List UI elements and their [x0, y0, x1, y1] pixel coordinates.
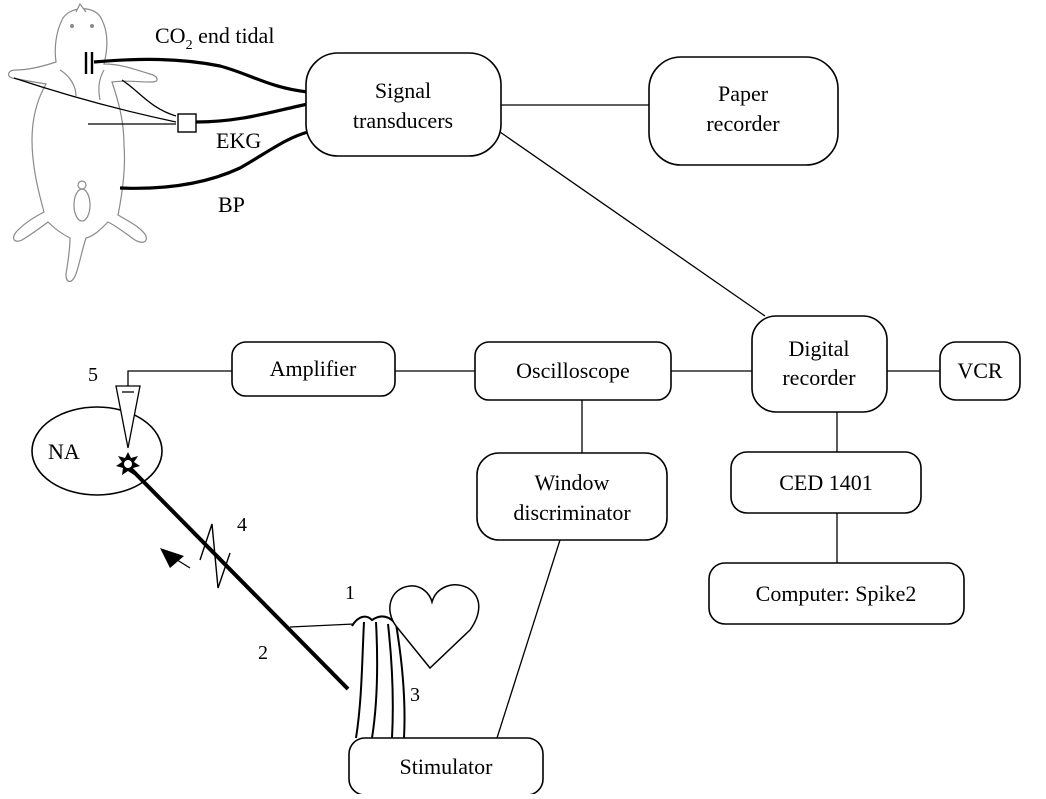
rat-eye-right	[90, 24, 94, 28]
number-2: 2	[258, 642, 268, 664]
oscilloscope-box	[474, 341, 672, 401]
oscilloscope-label: Oscilloscope	[516, 358, 630, 383]
rat-body	[7, 8, 158, 283]
paper-recorder-label-2: recorder	[706, 111, 780, 136]
co2-label: CO2 end tidal	[155, 23, 274, 53]
stim-lead-a	[355, 621, 365, 739]
heart-icon	[389, 584, 480, 670]
arrow-shaft	[173, 557, 191, 569]
paper-recorder-box	[648, 56, 839, 166]
co2-cable	[93, 57, 309, 94]
bp-label: BP	[218, 192, 245, 217]
rat-arm-right	[98, 69, 105, 101]
computer-spike2-box	[708, 562, 965, 625]
digital-recorder-label-2: recorder	[782, 365, 856, 390]
window-discriminator-box	[476, 452, 668, 541]
window-discriminator-label-1: Window	[535, 470, 610, 495]
number-3: 3	[410, 684, 420, 706]
ekg-lead-1	[13, 77, 177, 123]
rat-illustration	[7, 2, 158, 283]
signal-transducers-box	[305, 52, 502, 157]
rat-arm-left	[59, 69, 77, 97]
ced-1401-label: CED 1401	[779, 470, 873, 495]
signal-transducers-label-2: transducers	[353, 108, 453, 133]
number-4: 4	[237, 514, 247, 536]
ekg-label: EKG	[216, 128, 261, 153]
link-amplifier-electrode	[127, 370, 232, 386]
rat-tail-base	[73, 188, 91, 222]
nerve-cut-mark	[199, 523, 231, 589]
number-5: 5	[88, 364, 98, 386]
ekg-cable	[195, 102, 309, 124]
stim-lead-d	[395, 623, 406, 739]
stim-lead-b	[371, 621, 379, 739]
arrow-icon	[160, 548, 184, 568]
na-label: NA	[48, 439, 80, 464]
vcr-label: VCR	[957, 358, 1003, 383]
link-window-stimulator	[496, 539, 561, 739]
number-1: 1	[345, 582, 355, 604]
rat-eye-left	[70, 24, 74, 28]
window-discriminator-label-2: discriminator	[513, 500, 631, 525]
amplifier-box	[231, 341, 396, 397]
stim-lead-c	[387, 623, 394, 739]
nerve-to-hook	[289, 623, 355, 628]
stim-hooks	[351, 615, 395, 627]
rat-genital	[77, 180, 87, 190]
ekg-lead-2	[121, 79, 177, 117]
ekg-connector	[177, 113, 197, 133]
recording-electrode	[115, 385, 141, 449]
stimulator-label: Stimulator	[400, 754, 494, 779]
recording-site-burst	[116, 452, 140, 475]
link-transducers-digital	[499, 131, 766, 317]
ced-1401-box	[730, 451, 922, 514]
paper-recorder-label-1: Paper	[718, 81, 769, 106]
rat-nose	[75, 2, 87, 13]
vcr-box	[939, 341, 1021, 401]
digital-recorder-box	[751, 315, 888, 413]
amplifier-label: Amplifier	[270, 356, 357, 381]
signal-transducers-label-1: Signal	[375, 78, 431, 103]
bp-cable	[119, 130, 309, 190]
vagus-nerve	[128, 466, 350, 691]
digital-recorder-label-1: Digital	[788, 336, 849, 361]
computer-spike2-label: Computer: Spike2	[756, 581, 917, 606]
